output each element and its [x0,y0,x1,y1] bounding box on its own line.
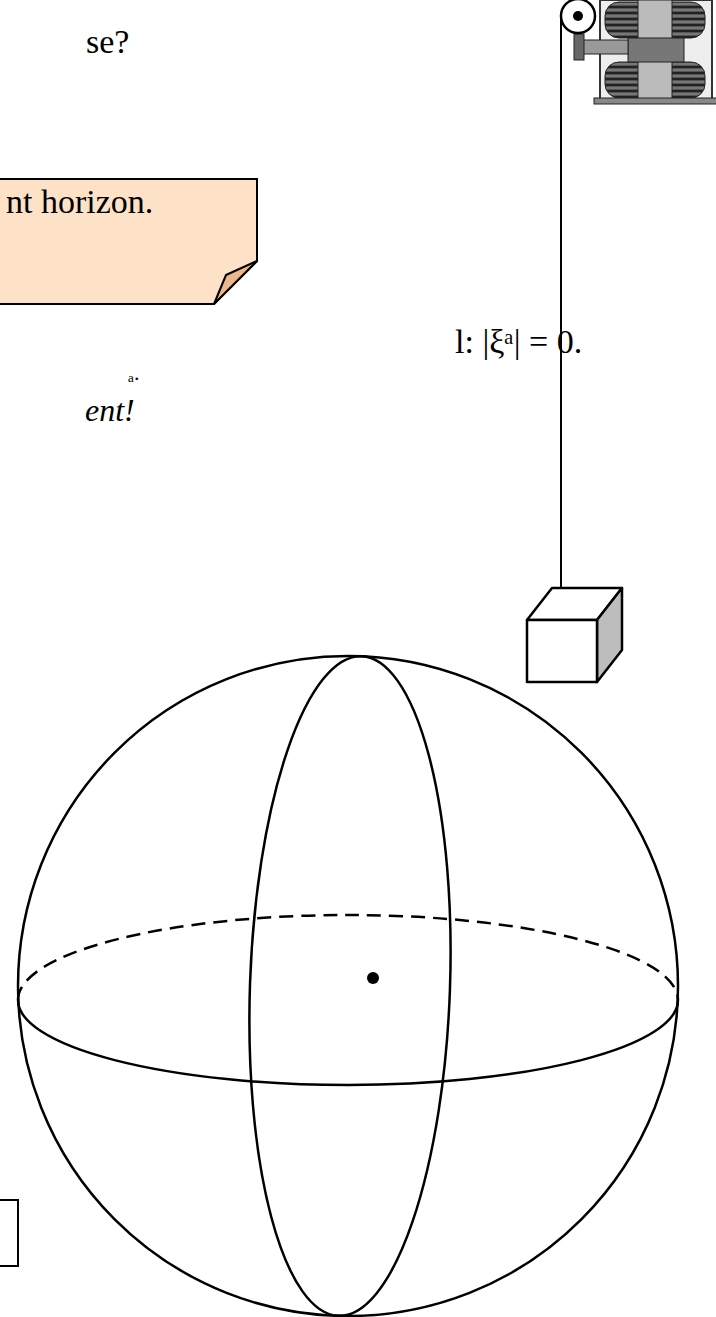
sticky-note: nt horizon. [0,178,258,305]
sphere [18,653,678,1317]
weight-cube [527,588,622,682]
rope [560,16,562,588]
note-fragment: ent! [85,392,135,429]
partial-box [0,1200,18,1266]
equation-fragment: l: |ξᵃ| = 0. [455,322,582,361]
pulley [561,0,595,33]
note-text: nt horizon. [0,178,258,221]
heading-fragment: se? [86,22,129,61]
center-dot [367,972,379,984]
equation-fragment: ₐ. [128,360,140,385]
